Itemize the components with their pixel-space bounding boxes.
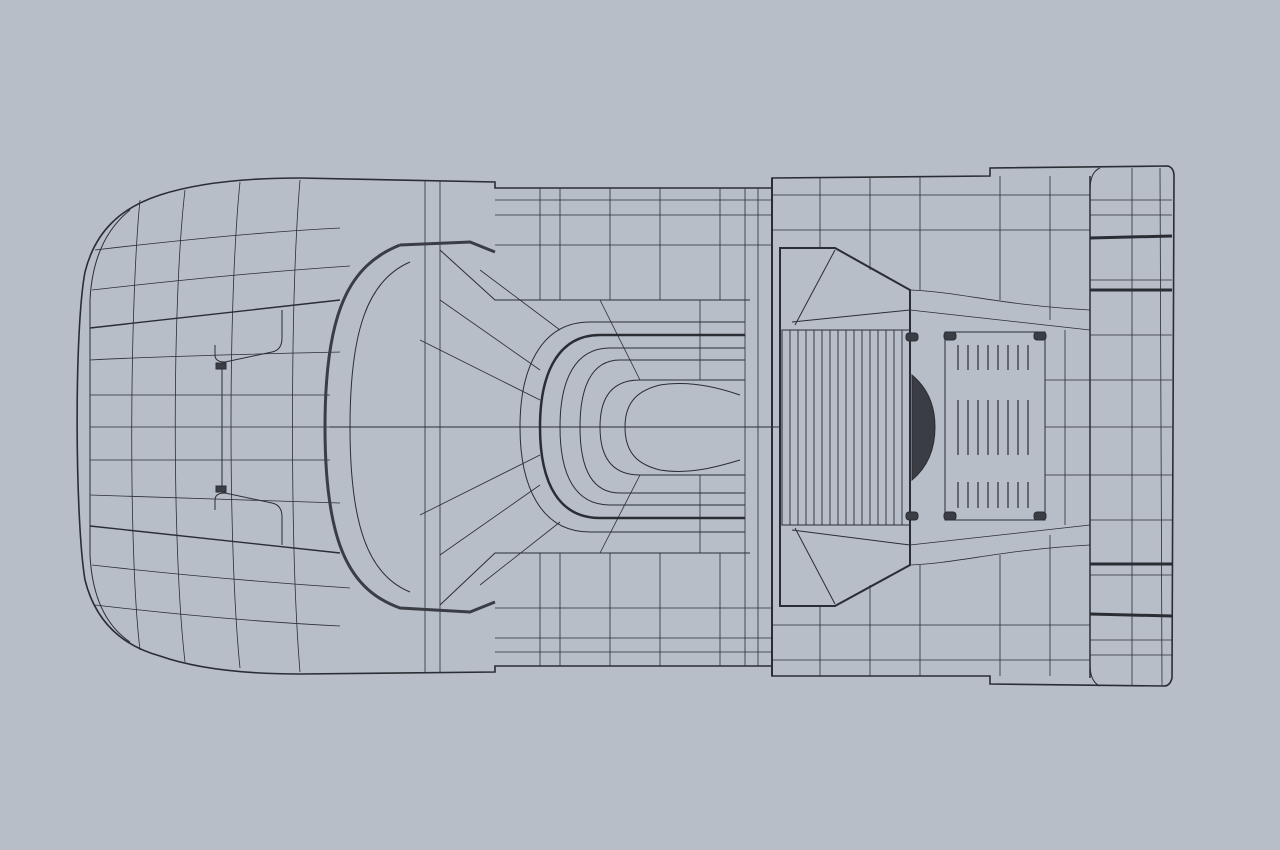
rear-grid — [772, 176, 1091, 676]
canopy-panel-top — [439, 249, 750, 301]
rear-grille-slots — [957, 345, 1029, 508]
rear-wing-grid — [1090, 167, 1172, 687]
grille-mounts — [905, 331, 1047, 521]
canopy-panel-bottom — [439, 552, 750, 606]
front-crease-bottom — [89, 525, 341, 554]
rear-wing-bar-bottom-2 — [1089, 612, 1173, 618]
hood-pin-bottom — [215, 485, 227, 493]
rear-wing-inner — [1089, 167, 1101, 687]
hood-vent-bottom — [214, 492, 283, 545]
rear-wing-bar-top-1 — [1089, 234, 1173, 240]
nose-edge — [89, 209, 131, 643]
engine-strut-bottom — [791, 527, 911, 605]
hood-vent-top — [214, 310, 283, 363]
mid-grid — [495, 188, 772, 666]
cockpit-radial-lines — [419, 269, 701, 586]
louvre-lines — [789, 330, 903, 525]
front-crease-top — [89, 299, 341, 329]
hood-pin-top — [215, 362, 227, 370]
exhaust-arc — [911, 373, 936, 482]
canopy-outline-top — [399, 240, 496, 254]
rear-grille — [944, 331, 1046, 521]
body-outline — [76, 165, 1175, 687]
car-body — [76, 165, 1175, 687]
engine-strut-top — [791, 249, 911, 326]
canopy-outline — [323, 243, 496, 614]
